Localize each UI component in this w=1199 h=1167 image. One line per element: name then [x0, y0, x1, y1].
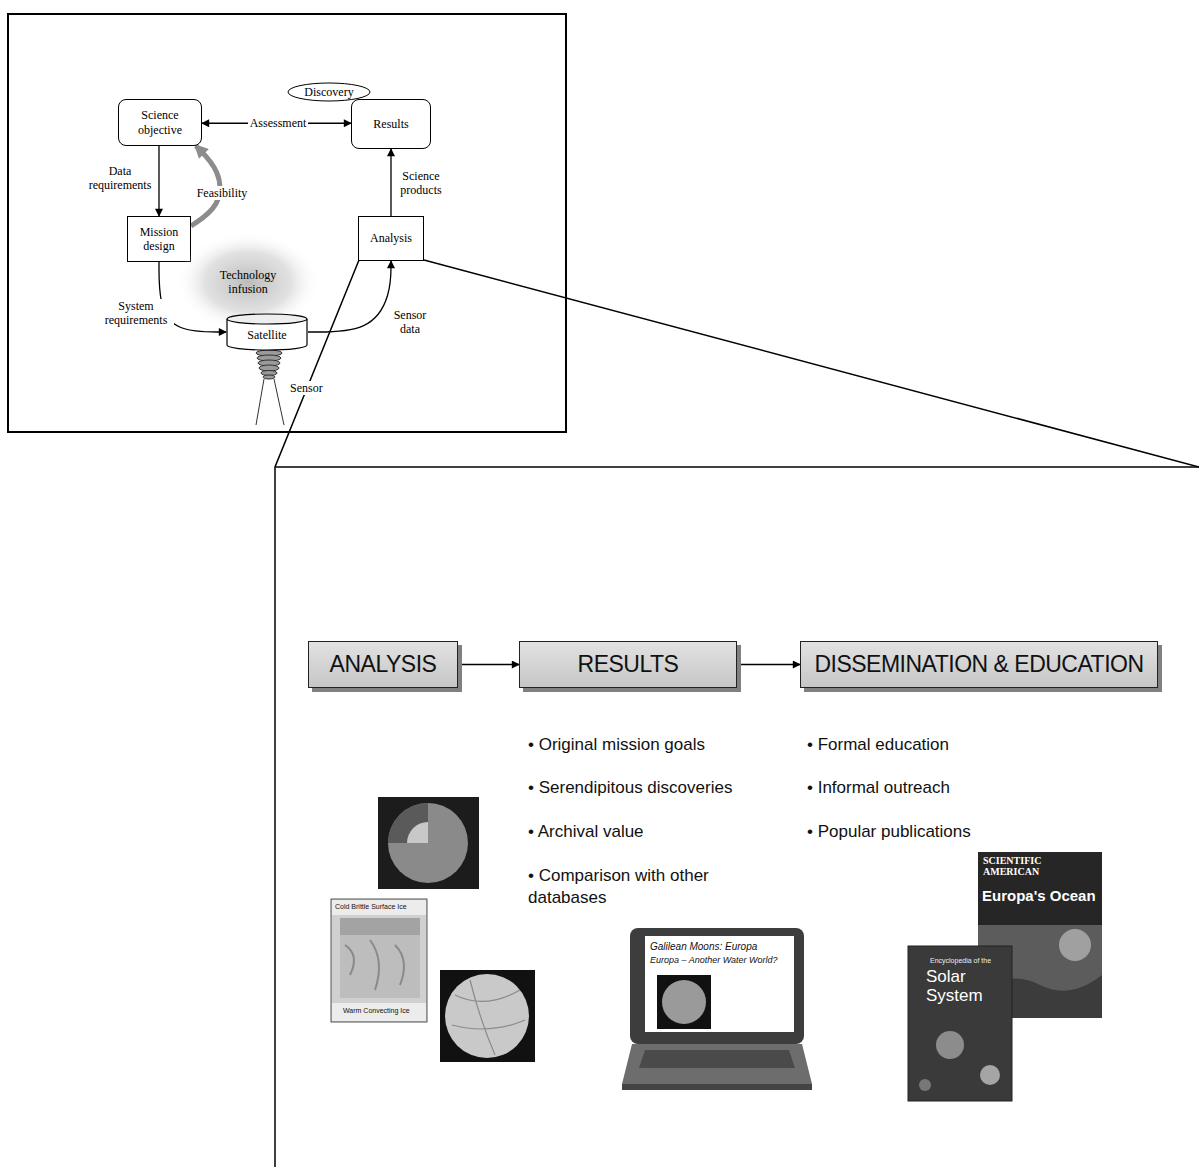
- zoom-lines-part: [424, 260, 1199, 467]
- bullet-item: • Serendipitous discoveries: [528, 777, 732, 799]
- node-text: Science objective: [122, 108, 198, 137]
- sensor-symbol-part: [274, 379, 284, 425]
- edge-label: Feasibility: [195, 186, 250, 200]
- edge-label: System requirements: [98, 299, 174, 328]
- laptop-picture-part: [657, 975, 711, 1029]
- stage-banner: RESULTS: [519, 641, 737, 688]
- connector-arrow: [308, 261, 391, 332]
- process-box: Analysis: [358, 216, 424, 261]
- bullet-item: • Formal education: [807, 734, 949, 756]
- ice-shell-diagram-part: [345, 940, 404, 990]
- laptop-picture-part: [645, 936, 794, 1032]
- europa-globe-part: [452, 980, 525, 1055]
- zoom-lines-part: [275, 260, 359, 1167]
- laptop-picture-part: [622, 1084, 812, 1090]
- results-box: Results: [351, 99, 431, 149]
- europa-globe-part: [440, 970, 535, 1062]
- laptop-picture-part: [639, 1050, 795, 1068]
- edge-label: Sensor data: [386, 308, 435, 337]
- bullet-item: • Comparison with other databases: [528, 865, 743, 909]
- magazine-masthead: SCIENTIFIC AMERICAN: [983, 856, 1063, 877]
- node-text: Results: [355, 117, 427, 131]
- ice-shell-diagram: [331, 899, 427, 1022]
- connector-arrow: [462, 664, 519, 665]
- process-box: Mission design: [127, 216, 191, 262]
- figure-caption: Warm Convecting Ice: [343, 1007, 410, 1015]
- laptop-picture-part: [662, 980, 706, 1024]
- connector-arrow: [741, 664, 800, 665]
- node-text: DISSEMINATION & EDUCATION: [814, 652, 1143, 677]
- node-text: RESULTS: [578, 652, 679, 677]
- zoom-lines-part: [275, 466, 1199, 468]
- europa-cutaway-part: [388, 803, 428, 843]
- encyclopedia-cover-part: [919, 1079, 931, 1091]
- laptop-picture-part: [630, 928, 804, 1044]
- ellipse-outline: [288, 83, 370, 101]
- europa-cutaway-part: [378, 797, 479, 889]
- edge-label: Assessment: [248, 116, 309, 130]
- node-text: ANALYSIS: [330, 652, 437, 677]
- edge-label: Data requirements: [83, 164, 157, 193]
- ice-shell-diagram-part: [332, 1003, 426, 1021]
- encyclopedia-cover-part: [936, 1031, 964, 1059]
- sensor-symbol-part: [263, 375, 275, 379]
- laptop-picture-part: [622, 1044, 812, 1084]
- book-title: Encyclopedia of the: [930, 957, 991, 965]
- stage-banner: ANALYSIS: [308, 641, 458, 688]
- satellite-cylinder: Satellite: [226, 313, 308, 351]
- glow-fill: [176, 232, 320, 332]
- ice-shell-diagram-part: [331, 899, 427, 1022]
- encyclopedia-cover-part: [908, 946, 1012, 1101]
- screen-subtitle: Europa – Another Water World?: [650, 955, 778, 966]
- ice-shell-diagram-part: [340, 918, 420, 935]
- sensor-symbol: [256, 350, 284, 425]
- ice-shell-diagram-part: [340, 918, 420, 998]
- bullet-item: • Archival value: [528, 821, 644, 843]
- book-title: Solar System: [926, 968, 1011, 1005]
- europa-globe: [440, 970, 535, 1062]
- zoom-lines: [275, 260, 1199, 1167]
- node-text: Discovery: [304, 85, 353, 99]
- europa-globe-part: [445, 974, 529, 1058]
- node-text: Technology infusion: [208, 268, 288, 297]
- node-text: Analysis: [361, 231, 421, 245]
- encyclopedia-cover-part: [980, 1065, 1000, 1085]
- laptop-picture: [622, 928, 812, 1090]
- europa-cutaway-part: [407, 822, 428, 843]
- europa-cutaway: [378, 797, 479, 889]
- europa-cutaway-part: [388, 803, 468, 883]
- ice-shell-diagram-part: [332, 900, 426, 915]
- bullet-item: • Original mission goals: [528, 734, 705, 756]
- magazine-headline: Europa's Ocean: [982, 888, 1096, 905]
- sensor-label: Sensor: [289, 381, 324, 395]
- connector-arrow: [158, 146, 159, 216]
- objective-box: Science objective: [118, 99, 202, 146]
- inset-frame: [8, 14, 566, 432]
- inset-frame-part: [8, 14, 566, 432]
- edge-label: Science products: [392, 169, 451, 198]
- figure-caption: Cold Brittle Surface Ice: [335, 903, 407, 911]
- cylinder-top: [227, 314, 307, 324]
- discovery-ellipse: Discovery: [287, 82, 371, 102]
- node-text: Mission design: [130, 225, 188, 254]
- stage-banner: DISSEMINATION & EDUCATION: [800, 641, 1158, 688]
- bullet-item: • Informal outreach: [807, 777, 950, 799]
- encyclopedia-cover: [908, 946, 1012, 1101]
- magazine-cover-part: [1059, 929, 1091, 961]
- screen-title: Galilean Moons: Europa: [650, 941, 757, 953]
- sensor-symbol-part: [256, 379, 264, 425]
- bullet-item: • Popular publications: [807, 821, 971, 843]
- node-text: Satellite: [232, 322, 302, 342]
